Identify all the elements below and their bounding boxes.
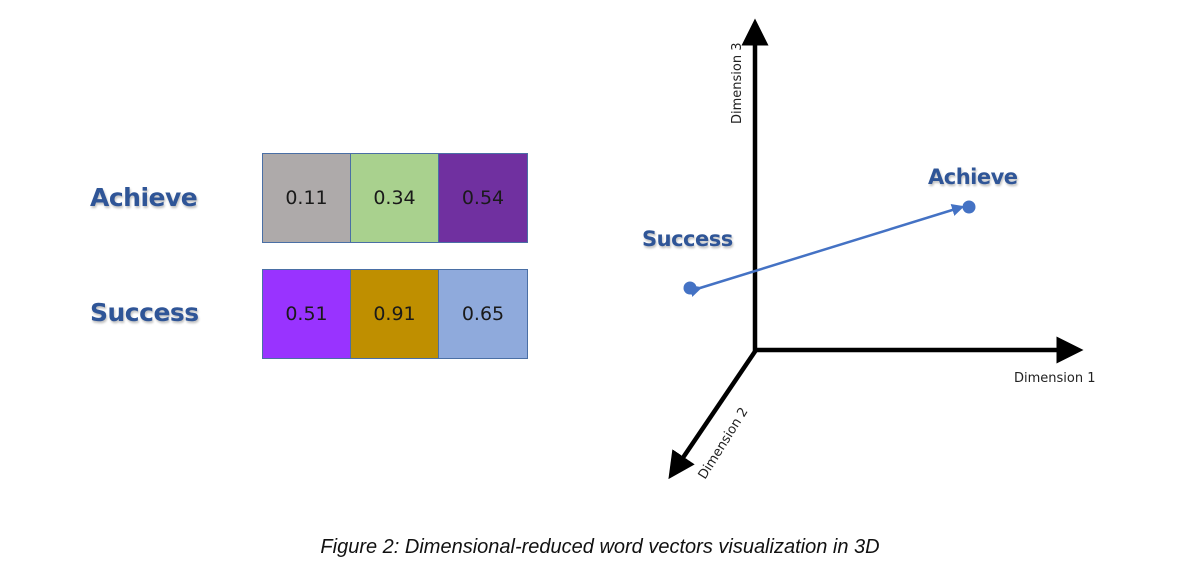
axis-label-dimension-1: Dimension 1	[1014, 371, 1096, 386]
axis-label-dimension-3: Dimension 3	[730, 42, 745, 124]
point-success	[683, 281, 697, 295]
word-label-success: Success	[90, 298, 199, 327]
vector-cell: 0.51	[263, 270, 351, 358]
point-achieve	[962, 200, 976, 214]
vector-cell: 0.11	[263, 154, 351, 242]
vector-row-success: 0.51 0.91 0.65	[262, 269, 528, 359]
vector-cell: 0.54	[439, 154, 527, 242]
axis-dimension-2	[668, 348, 758, 480]
figure-caption: Figure 2: Dimensional-reduced word vecto…	[320, 536, 880, 558]
vector-row-achieve: 0.11 0.34 0.54	[262, 153, 528, 243]
vector-cell: 0.65	[439, 270, 527, 358]
point-label-success: Success	[642, 227, 733, 251]
vector-cell: 0.34	[351, 154, 439, 242]
vector-connector	[688, 203, 965, 297]
vector-cell: 0.91	[351, 270, 439, 358]
point-label-achieve: Achieve	[928, 165, 1018, 189]
axis-label-dimension-2: Dimension 2	[696, 405, 752, 482]
word-label-achieve: Achieve	[90, 183, 198, 212]
